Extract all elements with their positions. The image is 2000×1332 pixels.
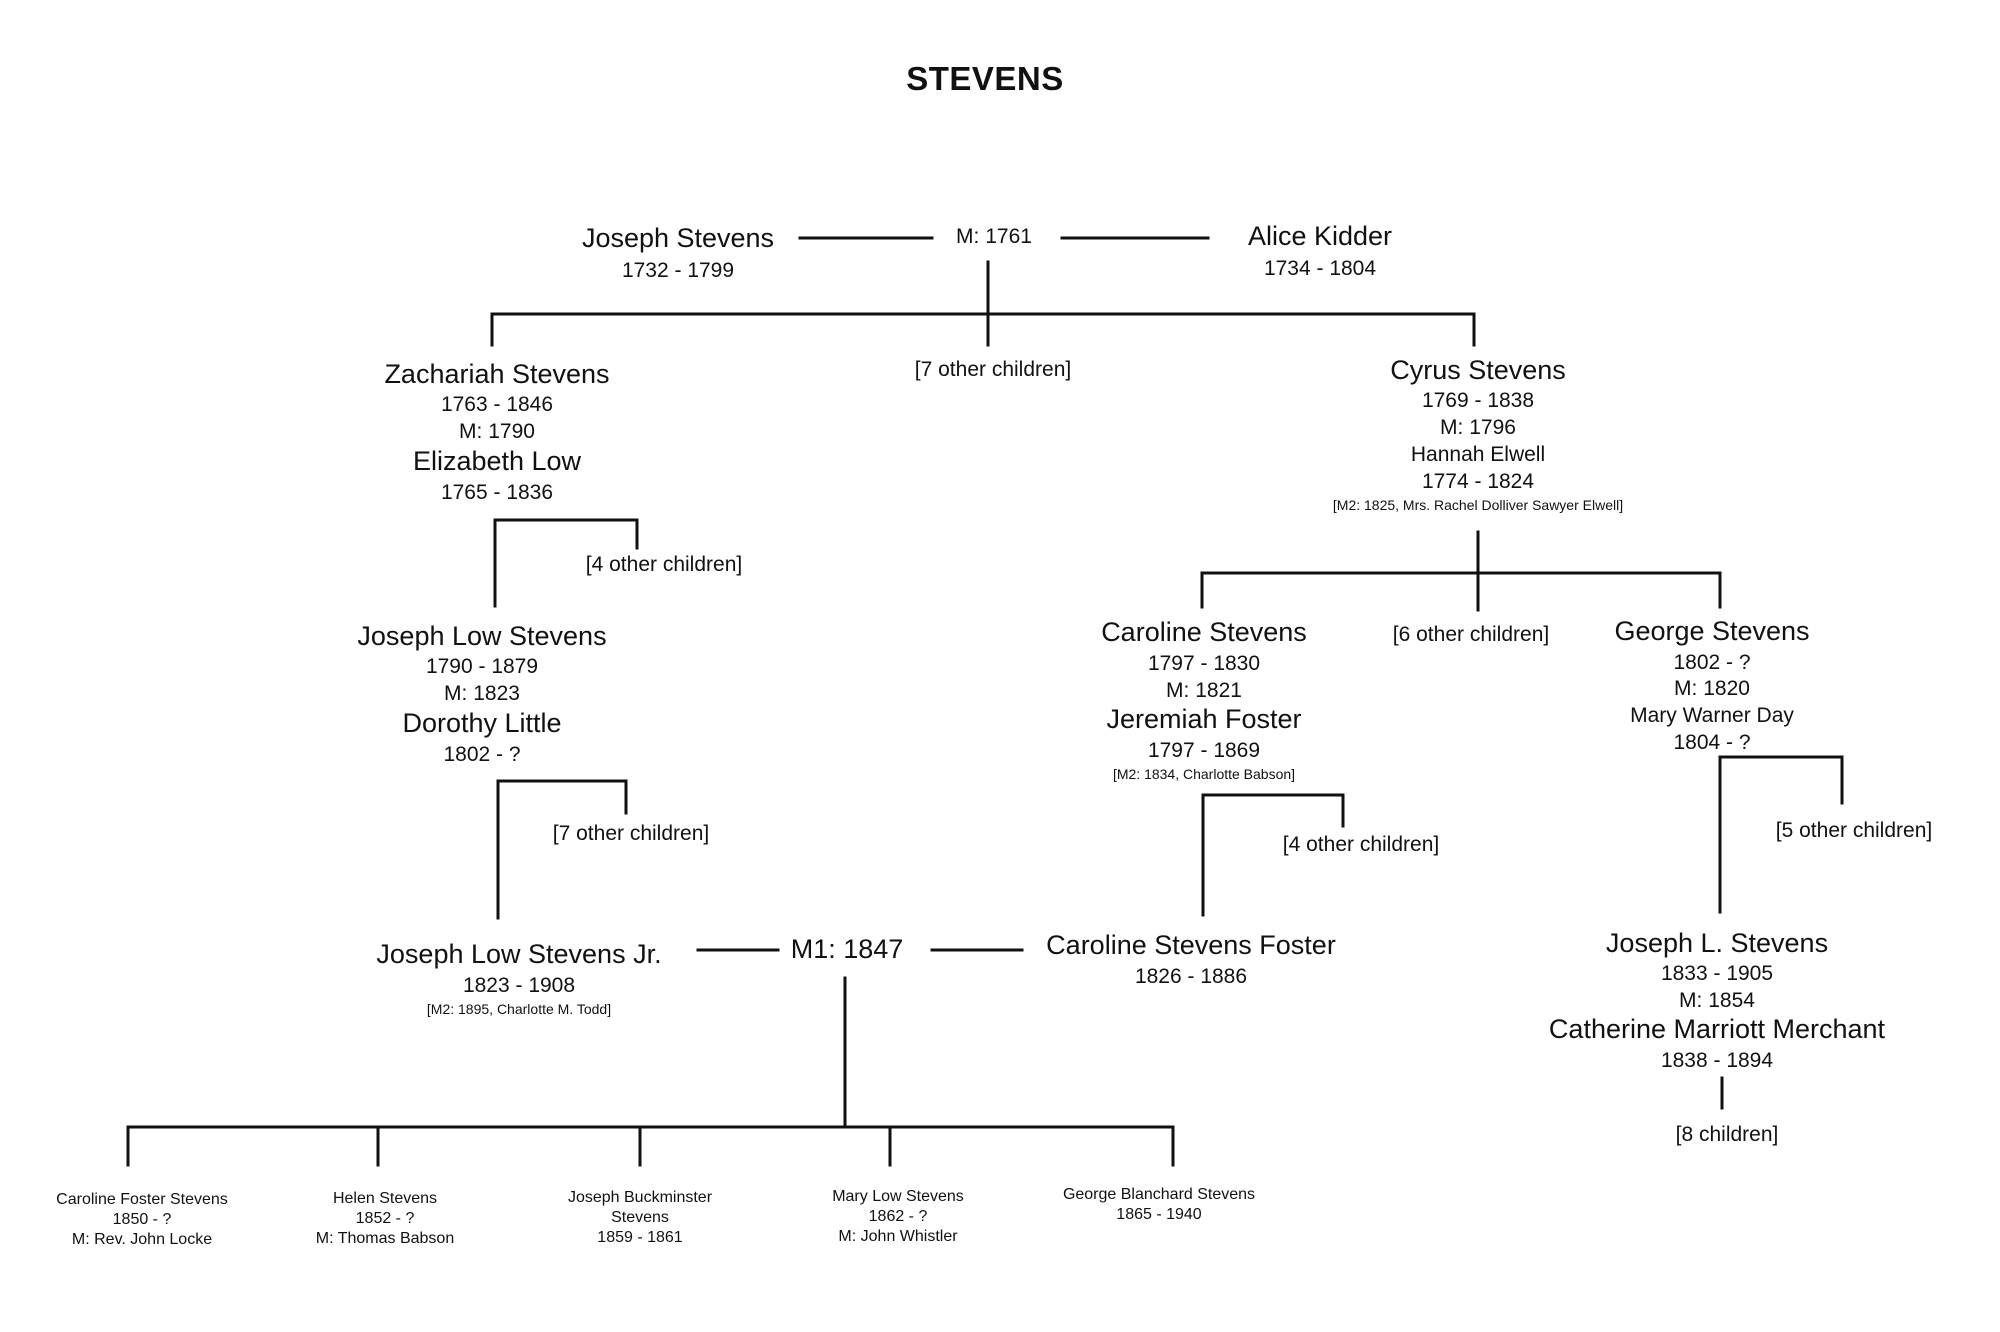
person-name-dorothy-little: Dorothy Little: [402, 708, 562, 738]
person-dates-joseph-l-stevens: 1833 - 1905: [1660, 962, 1774, 985]
child-line-2: Stevens: [611, 1209, 669, 1226]
child-line-1: Joseph Buckminster: [567, 1189, 713, 1206]
child-line-1: Caroline Foster Stevens: [56, 1191, 228, 1208]
person-dates-joseph-low-stevens: 1790 - 1879: [425, 655, 539, 678]
child-line-1: Mary Low Stevens: [832, 1188, 964, 1205]
children-count-joseph-l: [8 children]: [1675, 1123, 1779, 1146]
person-name-jeremiah-foster: Jeremiah Foster: [1106, 704, 1302, 734]
child-line-2: 1862 - ?: [868, 1208, 928, 1225]
marriage-label-cyrus: M: 1796: [1440, 416, 1516, 439]
person-name-elizabeth-low: Elizabeth Low: [412, 446, 582, 476]
other-children-george: [5 other children]: [1775, 819, 1933, 842]
second-marriage-note-jeremiah: [M2: 1834, Charlotte Babson]: [1112, 766, 1296, 782]
marriage-label-joseph-l: M: 1854: [1679, 989, 1755, 1012]
person-name-joseph-low-stevens: Joseph Low Stevens: [357, 621, 607, 651]
person-name-joseph-stevens: Joseph Stevens: [581, 223, 775, 253]
person-dates-caroline-stevens-foster: 1826 - 1886: [1134, 965, 1248, 988]
other-children-root: [7 other children]: [914, 358, 1072, 381]
marriage-label-jls-jr: M1: 1847: [790, 934, 904, 964]
person-dates-elizabeth-low: 1765 - 1836: [440, 481, 554, 504]
other-children-joseph-low: [7 other children]: [552, 822, 710, 845]
person-name-caroline-stevens: Caroline Stevens: [1101, 617, 1307, 647]
person-dates-catherine-marriott-merchant: 1838 - 1894: [1660, 1049, 1774, 1072]
child-line-2: 1852 - ?: [355, 1210, 415, 1227]
person-name-cyrus-stevens: Cyrus Stevens: [1390, 355, 1566, 385]
child-line-2: 1850 - ?: [112, 1211, 172, 1228]
child-line-3: M: John Whistler: [838, 1228, 958, 1245]
child-line-3: M: Thomas Babson: [315, 1230, 455, 1247]
marriage-label-george: M: 1820: [1674, 677, 1750, 700]
person-dates-caroline-stevens: 1797 - 1830: [1147, 652, 1261, 675]
marriage-label-caroline: M: 1821: [1166, 679, 1242, 702]
person-dates-mary-warner-day: 1804 - ?: [1673, 731, 1751, 754]
other-children-zachariah: [4 other children]: [585, 553, 743, 576]
person-name-george-stevens: George Stevens: [1614, 616, 1810, 646]
person-dates-joseph-stevens: 1732 - 1799: [621, 259, 735, 282]
child-line-3: M: Rev. John Locke: [71, 1231, 213, 1248]
person-dates-zachariah-stevens: 1763 - 1846: [440, 393, 554, 416]
person-name-caroline-stevens-foster: Caroline Stevens Foster: [1046, 930, 1336, 960]
person-name-catherine-marriott-merchant: Catherine Marriott Merchant: [1548, 1014, 1886, 1044]
marriage-label-zachariah: M: 1790: [459, 420, 535, 443]
child-line-3: 1859 - 1861: [597, 1229, 683, 1246]
person-dates-joseph-low-stevens-jr: 1823 - 1908: [462, 974, 576, 997]
person-dates-jeremiah-foster: 1797 - 1869: [1147, 739, 1261, 762]
second-marriage-note-jls-jr: [M2: 1895, Charlotte M. Todd]: [426, 1001, 612, 1017]
person-name-joseph-l-stevens: Joseph L. Stevens: [1605, 928, 1829, 958]
person-name-mary-warner-day: Mary Warner Day: [1630, 704, 1794, 727]
person-name-hannah-elwell: Hannah Elwell: [1410, 443, 1546, 466]
person-dates-cyrus-stevens: 1769 - 1838: [1421, 389, 1535, 412]
child-line-1: Helen Stevens: [332, 1190, 438, 1207]
person-dates-hannah-elwell: 1774 - 1824: [1421, 470, 1535, 493]
other-children-cyrus: [6 other children]: [1392, 623, 1550, 646]
second-marriage-note-cyrus: [M2: 1825, Mrs. Rachel Dolliver Sawyer E…: [1332, 497, 1624, 513]
chart-title: STEVENS: [906, 60, 1064, 97]
person-name-joseph-low-stevens-jr: Joseph Low Stevens Jr.: [376, 939, 662, 969]
other-children-caroline: [4 other children]: [1282, 833, 1440, 856]
person-dates-george-stevens: 1802 - ?: [1673, 651, 1751, 674]
marriage-label-joseph-low: M: 1823: [444, 682, 520, 705]
person-name-zachariah-stevens: Zachariah Stevens: [384, 359, 610, 389]
child-line-1: George Blanchard Stevens: [1062, 1186, 1256, 1203]
marriage-label-root: M: 1761: [956, 225, 1032, 248]
child-line-2: 1865 - 1940: [1116, 1206, 1202, 1223]
person-dates-alice-kidder: 1734 - 1804: [1263, 257, 1377, 280]
person-name-alice-kidder: Alice Kidder: [1247, 221, 1393, 251]
person-dates-dorothy-little: 1802 - ?: [443, 743, 521, 766]
